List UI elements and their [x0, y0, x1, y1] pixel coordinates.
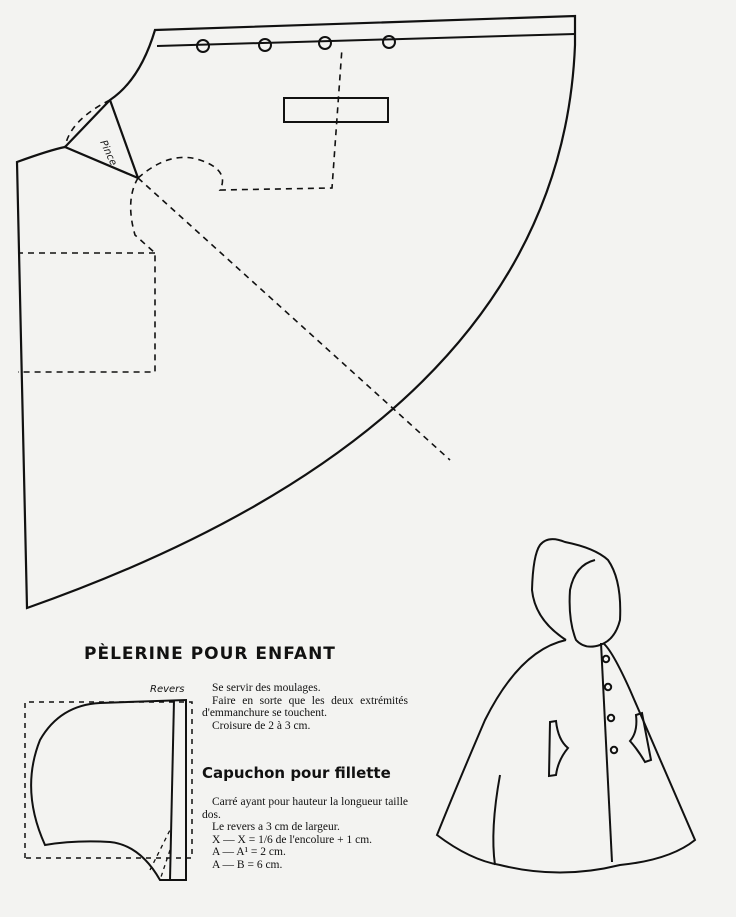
- button-holes: [196, 35, 396, 53]
- instruction-line: Le revers a 3 cm de largeur.: [212, 821, 340, 833]
- cape-instructions: Se servir des moulages. Faire en sorte q…: [202, 682, 408, 732]
- dashed-construction-lines: [18, 47, 451, 461]
- instruction-line: A — A¹ = 2 cm.: [212, 846, 286, 858]
- instruction-line: A — B = 6 cm.: [212, 858, 283, 871]
- cape-title: PÈLERINE POUR ENFANT: [84, 644, 336, 664]
- instruction-line: Se servir des moulages.: [212, 682, 321, 694]
- hood-instructions: Carré ayant pour hauteur la longueur tai…: [202, 796, 408, 871]
- instruction-line: Carré ayant pour hauteur la longueur tai…: [202, 796, 408, 821]
- dart: [64, 99, 140, 180]
- cape-illustration: [435, 538, 697, 874]
- cape-pattern-piece: [15, 14, 577, 610]
- revers-label: Revers: [150, 684, 185, 695]
- hood-pattern-piece: [24, 698, 193, 881]
- instruction-line: Faire en sorte que les deux extrémités d…: [202, 694, 408, 720]
- instruction-line: Croisure de 2 à 3 cm.: [212, 719, 311, 732]
- hood-title: Capuchon pour fillette: [202, 764, 391, 782]
- instruction-line: X — X = 1/6 de l'encolure + 1 cm.: [212, 833, 373, 846]
- pocket-opening: [283, 97, 389, 123]
